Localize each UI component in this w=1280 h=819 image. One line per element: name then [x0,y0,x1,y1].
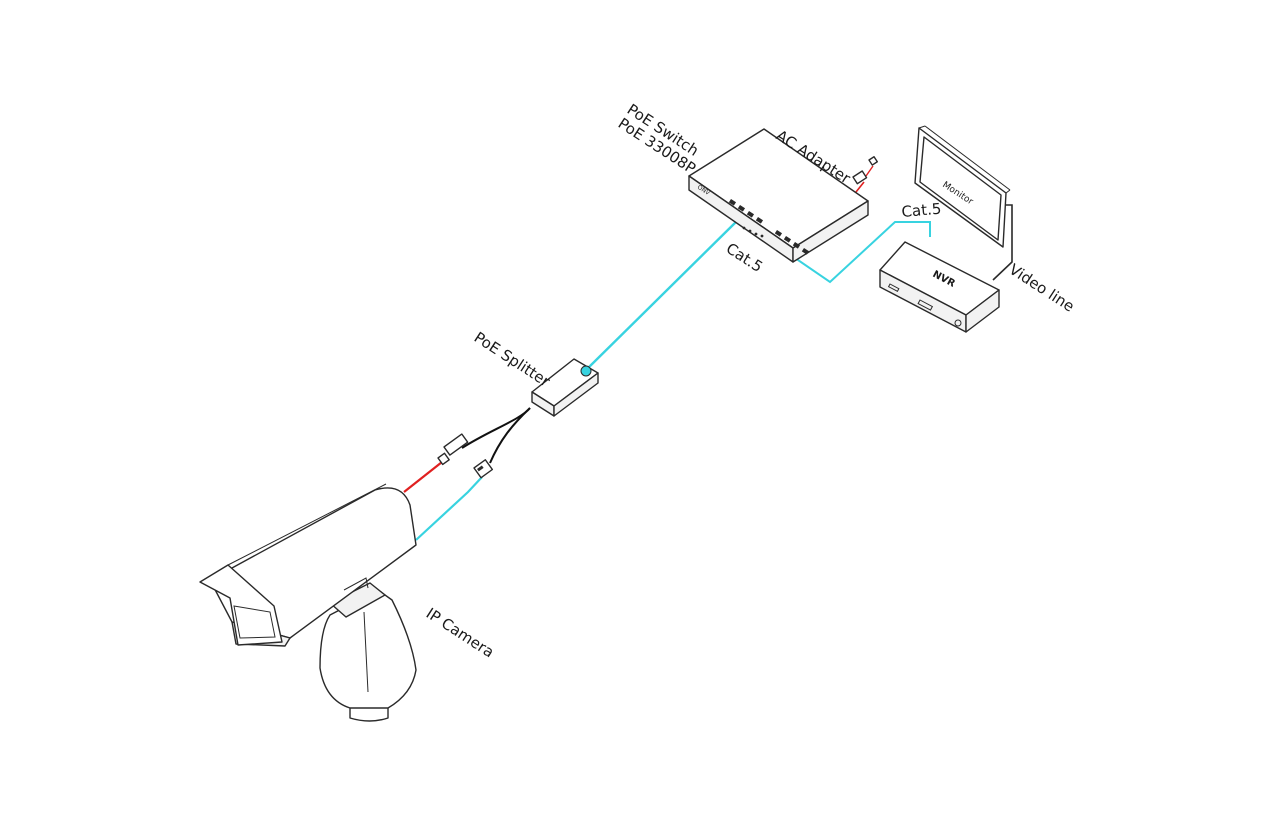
poe-splitter-label: PoE Splitter [471,328,554,391]
cat5-cable-splitter-camera [415,476,483,541]
splitter-power-lead [461,407,531,449]
cat5-cable-switch-splitter [585,217,741,371]
nvr: NVR [879,241,1000,333]
switch-ports [728,198,810,255]
splitter-data-lead [489,407,531,464]
video-line-cable [992,204,1013,281]
cat5-label-main: Cat.5 [723,239,766,276]
poe-switch: ONV [688,128,869,263]
ip-camera [199,483,417,722]
dc-power-connector [437,433,469,466]
power-cable-camera [403,461,443,493]
cat5-label-nvr: Cat.5 [901,200,942,221]
monitor: Monitor [914,125,1011,248]
ac-adapter-wire [865,165,874,177]
ip-camera-label: IP Camera [423,604,497,661]
ac-adapter-plug [852,156,878,185]
video-line-label: Video line [1006,260,1078,315]
ac-adapter-cable [855,181,865,193]
poe-splitter [531,358,599,417]
rj45-connector [473,459,494,479]
port-indicator-dots [742,226,764,238]
